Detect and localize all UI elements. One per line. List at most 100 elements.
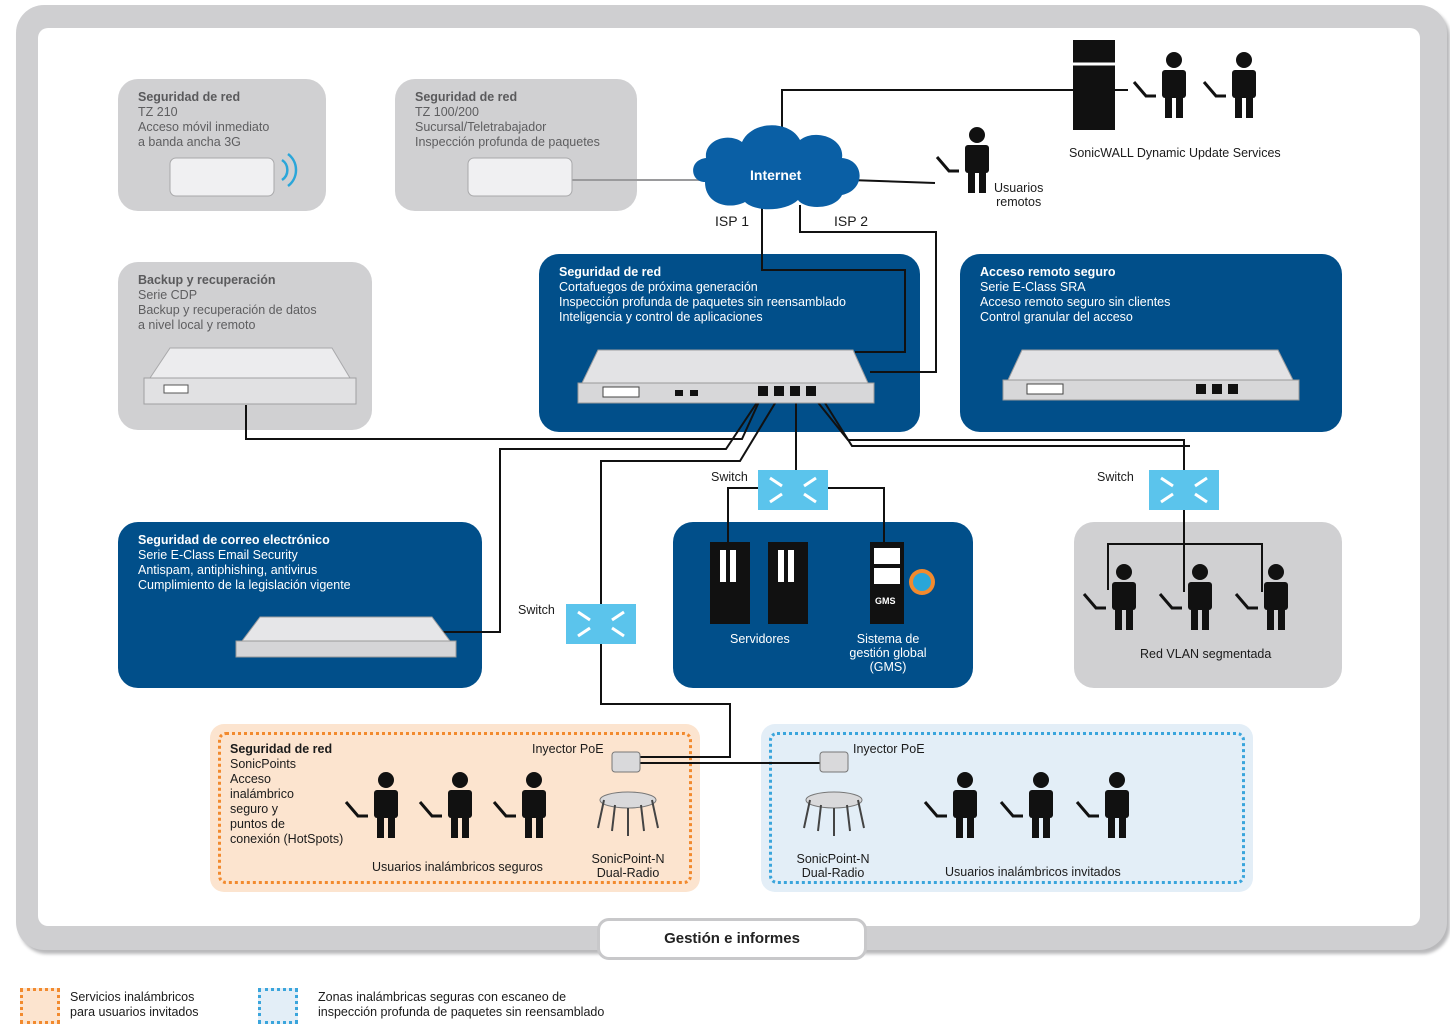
isp1-label: ISP 1	[715, 213, 749, 229]
gms-globe-icon	[909, 569, 935, 595]
legend-orange-text: Servicios inalámbricos para usuarios inv…	[70, 990, 199, 1020]
legend-orange-swatch	[20, 988, 60, 1024]
server-icon	[710, 542, 750, 624]
gms-label-line: (GMS)	[869, 660, 907, 674]
backup-appliance-icon	[143, 347, 357, 405]
secure-wireless-text: Seguridad de red SonicPoints Acceso inal…	[230, 742, 343, 847]
legend-line: Servicios inalámbricos	[70, 990, 195, 1004]
user-icon	[1075, 772, 1129, 838]
sra-line: Serie E-Class SRA	[980, 280, 1086, 294]
server-icon	[768, 542, 808, 624]
link-backup	[245, 394, 763, 440]
switch-icon	[758, 470, 828, 510]
secure-wireless-line: inalámbrico	[230, 787, 294, 801]
email-title: Seguridad de correo electrónico	[138, 533, 330, 547]
link-isp1	[761, 200, 906, 353]
ap-label-line: Dual-Radio	[596, 866, 660, 880]
remote-users-line: Usuarios	[994, 181, 1044, 195]
gms-server-icon	[870, 542, 904, 624]
gms-label-line: Sistema de	[856, 632, 920, 646]
backup-line: Serie CDP	[138, 288, 198, 302]
backup-title: Backup y recuperación	[138, 273, 276, 287]
user-icon	[999, 772, 1053, 838]
tz100-device-icon	[467, 157, 573, 197]
user-icon	[923, 772, 977, 838]
dynamic-update-label: SonicWALL Dynamic Update Services	[1069, 146, 1281, 160]
link-vlan-users2	[1184, 543, 1263, 592]
tz100-line: Inspección profunda de paquetes	[415, 135, 600, 149]
secure-wireless-line: SonicPoints	[230, 757, 297, 771]
email-security-box: Seguridad de correo electrónico Serie E-…	[118, 522, 482, 688]
management-label: Gestión e informes	[597, 918, 867, 960]
sra-appliance-icon	[1002, 349, 1300, 401]
poe-injector-icon	[611, 751, 641, 773]
email-line: Cumplimiento de la legislación vigente	[138, 578, 351, 592]
internet-label: Internet	[750, 167, 802, 183]
netsec-line: Inteligencia y control de aplicaciones	[559, 310, 763, 324]
netsec-line: Cortafuegos de próxima generación	[559, 280, 758, 294]
remote-users-label: Usuarios remotos	[994, 181, 1043, 209]
user-icon	[492, 772, 546, 838]
legend-blue-text: Zonas inalámbricas seguras con escaneo d…	[318, 990, 604, 1020]
legend-line: Zonas inalámbricas seguras con escaneo d…	[318, 990, 567, 1004]
switch-icon	[566, 604, 636, 644]
tz210-line: a banda ancha 3G	[138, 135, 241, 149]
secure-wireless-line: seguro y	[230, 802, 278, 816]
user-icon	[344, 772, 398, 838]
user-icon	[935, 127, 989, 193]
legend-line: para usuarios invitados	[70, 1005, 199, 1019]
ap-label-line: SonicPoint-N	[796, 852, 870, 866]
netsec-title: Seguridad de red	[559, 265, 662, 279]
switch-label: Switch	[1097, 470, 1134, 484]
link-isp2	[799, 205, 937, 373]
sra-line: Control granular del acceso	[980, 310, 1133, 324]
backup-line: a nivel local y remoto	[138, 318, 256, 332]
gms-label: Sistema de gestión global (GMS)	[837, 632, 939, 674]
servers-label: Servidores	[730, 632, 790, 646]
ap-label-line: Dual-Radio	[801, 866, 865, 880]
gms-badge: GMS	[875, 596, 896, 606]
remote-users-line: remotos	[996, 195, 1042, 209]
email-line: Antispam, antiphishing, antivirus	[138, 563, 318, 577]
tz210-line: Acceso móvil inmediato	[138, 120, 270, 134]
link-vlan	[811, 394, 1185, 472]
secure-wireless-line: Acceso	[230, 772, 271, 786]
user-icon	[1158, 564, 1212, 630]
ap-label: SonicPoint-N Dual-Radio	[785, 852, 881, 880]
link-vlan-users	[1107, 505, 1185, 590]
sra-title: Acceso remoto seguro	[980, 265, 1116, 279]
poe-injector-icon	[819, 751, 849, 773]
user-icon	[1082, 564, 1136, 630]
switch-icon	[1149, 470, 1219, 510]
user-icon	[418, 772, 472, 838]
link-switch-poe	[600, 644, 731, 758]
poe-label: Inyector PoE	[532, 742, 604, 756]
isp2-label: ISP 2	[834, 213, 868, 229]
switch-label: Switch	[711, 470, 748, 484]
switch-label: Switch	[518, 603, 555, 617]
tz210-line: TZ 210	[138, 105, 178, 119]
gms-label-line: gestión global	[849, 646, 927, 660]
email-line: Serie E-Class Email Security	[138, 548, 298, 562]
access-point-icon	[803, 791, 865, 836]
link-email	[440, 391, 765, 633]
legend-blue-swatch	[258, 988, 298, 1024]
user-icon	[1234, 564, 1288, 630]
link-internet-remote	[849, 179, 936, 184]
secure-wireless-line: puntos de	[230, 817, 285, 831]
secure-wireless-line: conexión (HotSpots)	[230, 832, 344, 846]
secure-wireless-title: Seguridad de red	[230, 742, 333, 756]
user-icon	[1202, 52, 1256, 118]
tz100-line: TZ 100/200	[415, 105, 479, 119]
link-switch-left	[600, 394, 781, 620]
poe-label: Inyector PoE	[853, 742, 925, 756]
internet-cloud-icon	[693, 125, 860, 210]
netsec-line: Inspección profunda de paquetes sin reen…	[559, 295, 847, 309]
ap-label-line: SonicPoint-N	[591, 852, 665, 866]
tz100-title: Seguridad de red	[415, 90, 518, 104]
tz210-title: Seguridad de red	[138, 90, 241, 104]
update-server-icon	[1073, 40, 1115, 130]
email-appliance-icon	[235, 616, 457, 658]
user-icon	[1132, 52, 1186, 118]
